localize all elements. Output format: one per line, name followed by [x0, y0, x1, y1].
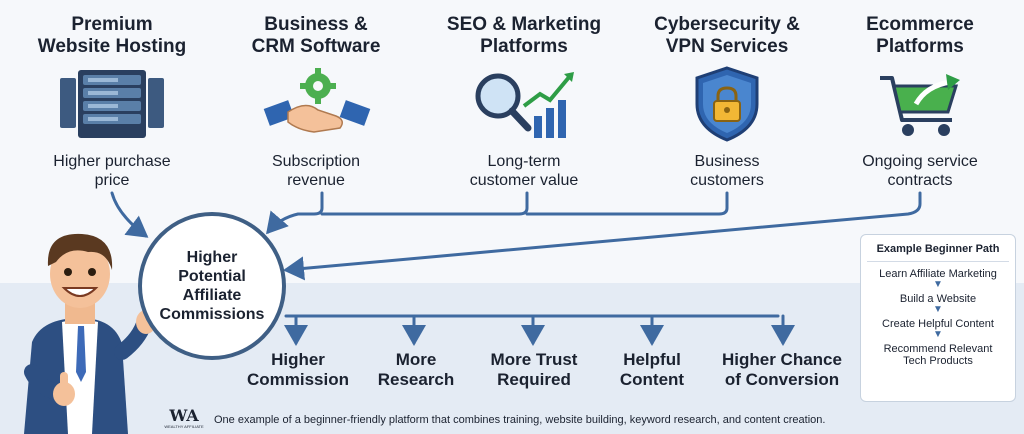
category-subtitle: Long-term customer value: [469, 153, 579, 189]
beginner-path-box: Example Beginner Path Learn Affiliate Ma…: [860, 234, 1016, 402]
center-label: Higher Potential Affiliate Commissions: [159, 249, 265, 323]
outcome-higher-commission: Higher Commission: [246, 350, 350, 389]
category-subtitle: Ongoing service contracts: [862, 153, 978, 189]
shopping-cart-icon: [880, 74, 960, 136]
arrow-seo: [320, 191, 529, 216]
outcome-helpful-content: Helpful Content: [619, 350, 685, 389]
path-step: Learn Affiliate Marketing: [879, 268, 997, 280]
beginner-path-title: Example Beginner Path: [876, 243, 1000, 255]
arrow-cyber: [525, 191, 729, 216]
footer-text: One example of a beginner-friendly platf…: [214, 414, 826, 426]
down-arrow-icon: ▼: [933, 304, 943, 315]
magnifier-chart-icon: [475, 72, 574, 138]
outcome-more-research: More Research: [377, 350, 455, 389]
arrow-ecommerce: [283, 191, 922, 281]
logo-text: WEALTHY AFFILIATE: [164, 424, 204, 429]
logo-mark: WA: [169, 406, 199, 425]
path-step: Recommend Relevant Tech Products: [883, 343, 993, 367]
category-ecommerce: Ecommerce Platforms Ongoing service cont…: [830, 14, 1010, 190]
shield-lock-icon: [695, 66, 759, 142]
category-title: Premium Website Hosting: [37, 14, 187, 57]
path-step: Build a Website: [899, 293, 977, 305]
outcome-more-trust: More Trust Required: [490, 350, 578, 389]
handshake-gear-icon: [263, 68, 371, 133]
center-circle: Higher Potential Affiliate Commissions: [138, 212, 286, 360]
wealthy-affiliate-logo: WA WEALTHY AFFILIATE: [164, 408, 204, 432]
category-cyber: Cybersecurity & VPN Services Business cu…: [637, 14, 817, 190]
category-business: Business & CRM Software Subscription rev…: [226, 14, 406, 190]
beginner-path-steps: Learn Affiliate Marketing ▼ Build a Webs…: [861, 268, 1015, 367]
category-title: Ecommerce Platforms: [866, 14, 974, 57]
category-subtitle: Higher purchase price: [53, 153, 171, 189]
category-title: SEO & Marketing Platforms: [446, 14, 602, 57]
category-title: Business & CRM Software: [251, 14, 381, 57]
path-step: Create Helpful Content: [882, 318, 994, 330]
category-hosting: Premium Website Hosting Higher purchase …: [22, 14, 202, 190]
category-subtitle: Business customers: [690, 153, 764, 189]
outcome-higher-conversion: Higher Chance of Conversion: [722, 350, 842, 389]
down-arrow-icon: ▼: [933, 329, 943, 340]
server-rack-icon: [60, 70, 164, 138]
presenter-character: [24, 233, 156, 434]
divider: [867, 261, 1009, 262]
category-seo: SEO & Marketing Platforms Long-term cust…: [434, 14, 614, 190]
footer: WA WEALTHY AFFILIATE One example of a be…: [164, 408, 825, 432]
down-arrow-icon: ▼: [933, 279, 943, 290]
arrow-hosting: [110, 191, 149, 238]
category-subtitle: Subscription revenue: [271, 153, 361, 189]
category-title: Cybersecurity & VPN Services: [654, 14, 800, 57]
arrow-business: [266, 191, 324, 235]
